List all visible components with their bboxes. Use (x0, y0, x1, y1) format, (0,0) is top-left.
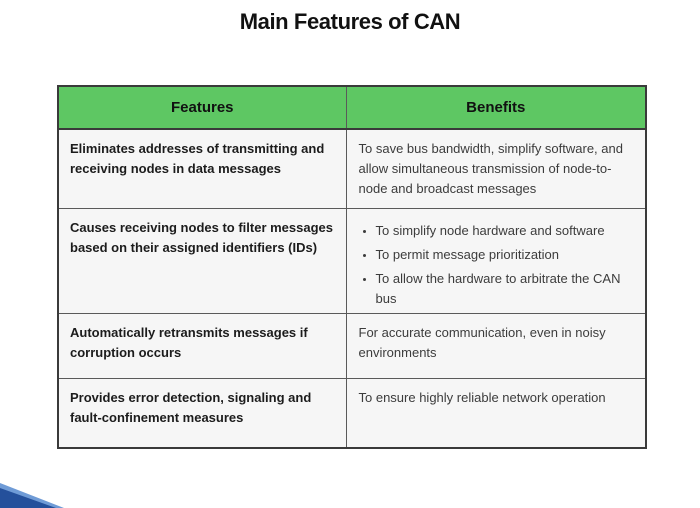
feature-cell: Causes receiving nodes to filter message… (58, 207, 346, 313)
corner-ribbon-dark-icon (0, 488, 56, 508)
benefit-bullet-list: To simplify node hardware and software T… (359, 221, 638, 309)
benefit-cell: For accurate communication, even in nois… (345, 312, 646, 378)
benefit-cell: To save bus bandwidth, simplify software… (345, 128, 646, 208)
table-header-row: Features Benefits (58, 86, 646, 130)
features-benefits-table: Features Benefits Eliminates addresses o… (57, 85, 647, 449)
benefit-bullet: To simplify node hardware and software (376, 221, 638, 241)
table-row: Causes receiving nodes to filter message… (58, 207, 646, 313)
page-title: Main Features of CAN (239, 9, 461, 34)
column-header-benefits: Benefits (345, 86, 646, 130)
benefit-cell: To simplify node hardware and software T… (345, 207, 646, 313)
table-row: Automatically retransmits messages if co… (58, 312, 646, 378)
feature-cell: Automatically retransmits messages if co… (58, 312, 346, 378)
column-header-features: Features (58, 86, 346, 130)
table-row: Provides error detection, signaling and … (58, 377, 646, 448)
feature-cell: Provides error detection, signaling and … (58, 377, 346, 448)
table-row: Eliminates addresses of transmitting and… (58, 128, 646, 208)
feature-cell: Eliminates addresses of transmitting and… (58, 128, 346, 208)
benefit-bullet: To allow the hardware to arbitrate the C… (376, 269, 638, 309)
benefit-cell: To ensure highly reliable network operat… (345, 377, 646, 448)
benefit-bullet: To permit message prioritization (376, 245, 638, 265)
